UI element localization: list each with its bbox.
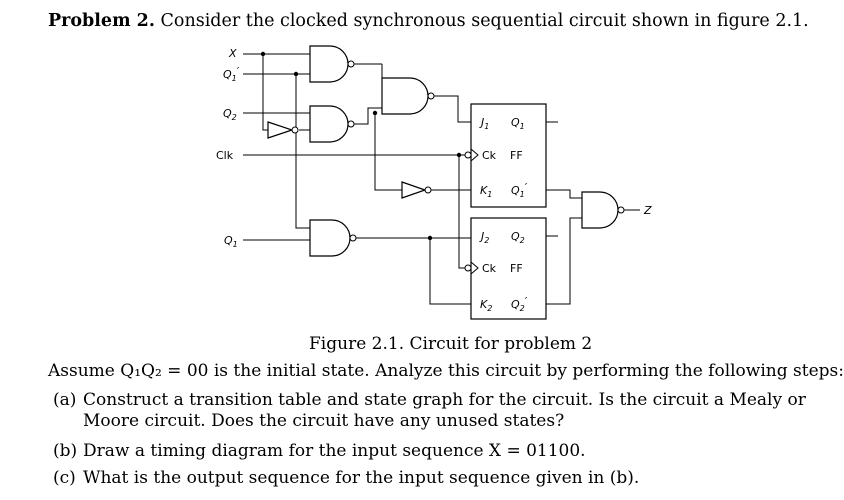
- circuit-diagram: X Q1′ Q2 Clk Q1 J1 Q1 Ck FF K1 Q1′ J2 Q2…: [216, 45, 652, 320]
- ff2-ff-label: FF: [510, 262, 523, 275]
- flip-flop-1: [470, 103, 547, 208]
- input-q1-label: Q1: [224, 234, 238, 249]
- input-clk-label: Clk: [216, 149, 234, 162]
- ff1-q-prime-label: Q1′: [511, 181, 528, 199]
- output-nand-gate: [581, 191, 619, 229]
- nand-gate-4: [309, 219, 351, 257]
- ff1-ck-label: Ck: [482, 149, 497, 162]
- problem-label: Problem 2.: [48, 11, 155, 31]
- ff1-k-label: K1: [480, 184, 492, 199]
- ff1-j-label: J1: [479, 116, 489, 131]
- step-b: (b)Draw a timing diagram for the input s…: [53, 441, 586, 461]
- problem-heading: Problem 2. Consider the clocked synchron…: [48, 11, 809, 31]
- nand-gate-3: [381, 77, 429, 115]
- not-gate-1: [267, 121, 294, 139]
- output-z-label: Z: [643, 204, 652, 217]
- input-x-label: X: [228, 47, 237, 60]
- ff1-ff-label: FF: [510, 149, 523, 162]
- nand-gate-2: [309, 105, 349, 143]
- flip-flop-2: [470, 217, 547, 320]
- not-gate-2: [401, 181, 427, 199]
- input-q2-label: Q2: [223, 107, 237, 122]
- step-a: (a) Construct a transition table and stat…: [53, 390, 833, 432]
- figure-caption: Figure 2.1. Circuit for problem 2: [309, 334, 593, 354]
- nand-gate-1: [309, 45, 349, 83]
- step-a-label: (a): [53, 390, 77, 410]
- ff2-ck-label: Ck: [482, 262, 497, 275]
- input-q1-prime-label: Q1′: [223, 65, 240, 83]
- step-a-text: Construct a transition table and state g…: [83, 390, 806, 431]
- ff2-q-prime-label: Q2′: [511, 295, 528, 313]
- step-b-text: Draw a timing diagram for the input sequ…: [83, 441, 586, 461]
- step-c-text: What is the output sequence for the inpu…: [83, 468, 640, 488]
- step-c: (c) What is the output sequence for the i…: [53, 468, 639, 488]
- ff2-k-label: K2: [480, 298, 492, 313]
- step-c-label: (c): [53, 468, 76, 488]
- step-b-label: (b): [53, 441, 78, 461]
- ff2-q-label: Q2: [511, 230, 525, 245]
- ff2-j-label: J2: [479, 230, 489, 245]
- intro-text: Assume Q₁Q₂ = 00 is the initial state. A…: [48, 361, 844, 381]
- problem-text: Consider the clocked synchronous sequent…: [160, 11, 809, 31]
- ff1-q-label: Q1: [511, 116, 525, 131]
